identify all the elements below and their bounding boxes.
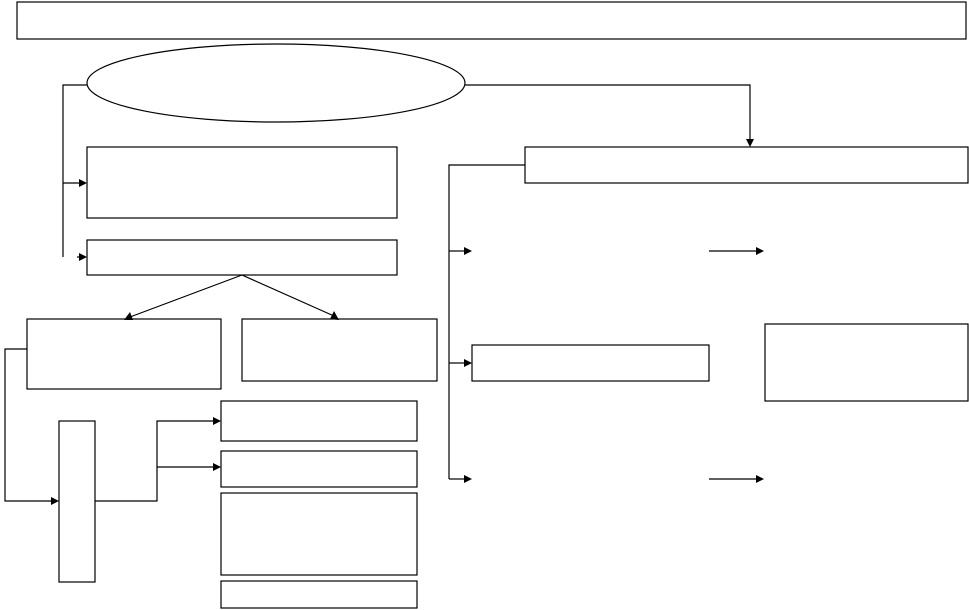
stack-box-3	[220, 492, 418, 576]
arrowhead-left-box-1	[79, 179, 87, 187]
stack-box-4	[220, 580, 418, 609]
arrowhead-far-right-bottom	[756, 475, 764, 483]
far-right-box	[764, 323, 969, 402]
connector-vertical-to-stack	[95, 420, 214, 502]
arrowhead-left-box-2	[79, 253, 87, 261]
branch-box-right	[241, 318, 438, 382]
header-banner	[16, 1, 967, 40]
right-middle-box	[471, 344, 710, 382]
connector-right-trunk	[448, 164, 525, 479]
connector-to-branch-right	[241, 274, 335, 317]
arrowhead-right-item-top	[464, 247, 472, 255]
stack-box-2	[220, 450, 418, 488]
arrowhead-branch-left	[124, 312, 133, 320]
stack-box-1	[220, 400, 418, 442]
connector-root-left-trunk	[62, 84, 87, 257]
branch-box-left	[26, 318, 222, 390]
right-header-box	[524, 146, 969, 184]
left-box-2	[86, 239, 398, 276]
arrowhead-right-item-bottom	[464, 475, 472, 483]
left-box-1	[86, 146, 398, 219]
vertical-box	[58, 420, 96, 583]
arrowhead-vertical-box	[51, 497, 59, 505]
connector-branch-left-to-vertical	[4, 348, 52, 502]
arrowhead-right-header-box	[746, 139, 754, 147]
arrowhead-stack-box-2	[213, 463, 221, 471]
connector-root-right	[465, 84, 751, 140]
arrowhead-far-right-top	[756, 247, 764, 255]
arrowhead-right-middle-box	[464, 359, 472, 367]
root-ellipse	[86, 43, 466, 123]
connector-to-branch-left	[129, 274, 243, 318]
arrowhead-stack-box-1	[213, 417, 221, 425]
arrowhead-branch-right	[330, 311, 339, 320]
